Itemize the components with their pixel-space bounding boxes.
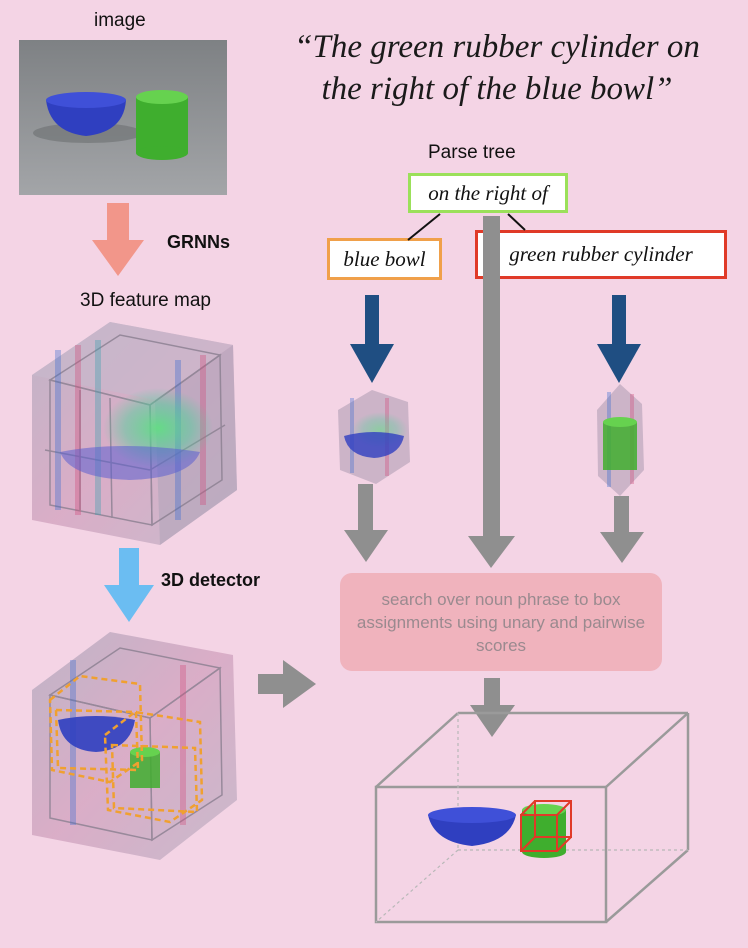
feature-map-label: 3D feature map — [80, 290, 211, 311]
feature-map-cube — [32, 322, 237, 545]
search-box: search over noun phrase to box assignmen… — [340, 573, 662, 671]
output-cube — [374, 711, 690, 924]
detector-label: 3D detector — [161, 570, 261, 590]
image-label: image — [94, 10, 146, 31]
relation-box: on the right of — [408, 173, 568, 213]
detector-to-search-arrow — [258, 660, 316, 708]
detector-cube — [32, 632, 237, 860]
left-phrase-box: blue bowl — [327, 238, 442, 280]
grnns-arrow — [92, 203, 144, 276]
parse-tree-label: Parse tree — [428, 142, 516, 163]
left-blue-arrow — [350, 295, 394, 383]
left-crop — [338, 390, 410, 484]
query-line-1: “The green rubber cylinder on — [294, 29, 700, 65]
right-blue-arrow — [597, 295, 641, 383]
query-line-2: the right of the blue bowl” — [321, 71, 673, 107]
right-gray-arrow — [600, 496, 644, 563]
parse-tree-edges — [407, 213, 526, 241]
detector-arrow — [104, 548, 154, 622]
right-crop — [597, 384, 644, 496]
right-phrase-box: green rubber cylinder — [475, 230, 727, 279]
grnns-label: GRNNs — [167, 232, 231, 252]
input-image — [19, 40, 227, 195]
search-to-output-arrow — [470, 678, 515, 737]
relation-arrow — [468, 216, 515, 568]
left-gray-arrow — [344, 484, 388, 562]
